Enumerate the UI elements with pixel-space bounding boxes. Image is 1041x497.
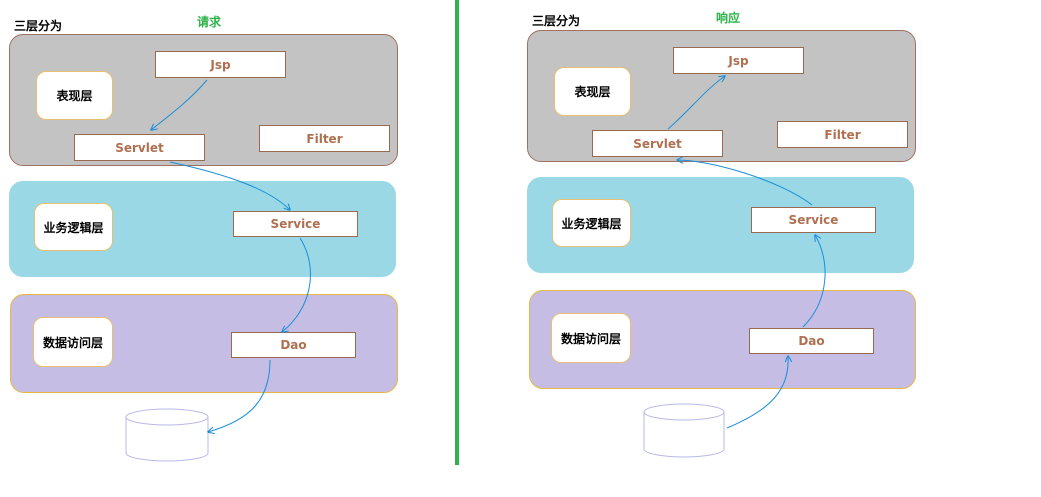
left-panel-title: 三层分为 bbox=[14, 19, 63, 33]
right-arrow-database-to-dao bbox=[726, 356, 788, 429]
left-servlet-box: Servlet bbox=[74, 134, 205, 161]
right-panel-title: 三层分为 bbox=[532, 14, 581, 28]
right-dao-box: Dao bbox=[749, 328, 874, 354]
left-database-icon bbox=[125, 408, 209, 462]
left-jsp-box: Jsp bbox=[155, 51, 286, 78]
right-business-label: 业务逻辑层 bbox=[552, 199, 631, 247]
right-presentation-label: 表现层 bbox=[554, 67, 631, 116]
right-data-label: 数据访问层 bbox=[551, 313, 631, 363]
left-data-label: 数据访问层 bbox=[33, 317, 113, 367]
right-arrow-servlet-to-jsp bbox=[667, 76, 725, 130]
left-filter-box: Filter bbox=[259, 125, 390, 152]
right-service-box: Service bbox=[751, 207, 876, 233]
right-servlet-box: Servlet bbox=[592, 130, 723, 157]
right-jsp-box: Jsp bbox=[673, 47, 804, 74]
right-arrow-dao-to-service bbox=[802, 235, 826, 328]
left-arrow-service-to-dao bbox=[282, 237, 311, 332]
left-business-label: 业务逻辑层 bbox=[34, 203, 113, 251]
left-arrow-servlet-to-service bbox=[169, 161, 290, 210]
left-service-box: Service bbox=[233, 211, 358, 237]
left-arrow-jsp-to-servlet bbox=[151, 79, 208, 130]
right-arrow-service-to-servlet bbox=[677, 160, 813, 206]
right-filter-box: Filter bbox=[777, 121, 908, 148]
left-panel-subtitle: 请求 bbox=[197, 15, 222, 29]
left-dao-box: Dao bbox=[231, 332, 356, 358]
left-presentation-label: 表现层 bbox=[36, 71, 113, 120]
panel-divider bbox=[455, 0, 459, 465]
right-database-icon bbox=[643, 403, 725, 458]
left-arrow-dao-to-database bbox=[208, 359, 271, 432]
right-panel-subtitle: 响应 bbox=[716, 11, 741, 25]
